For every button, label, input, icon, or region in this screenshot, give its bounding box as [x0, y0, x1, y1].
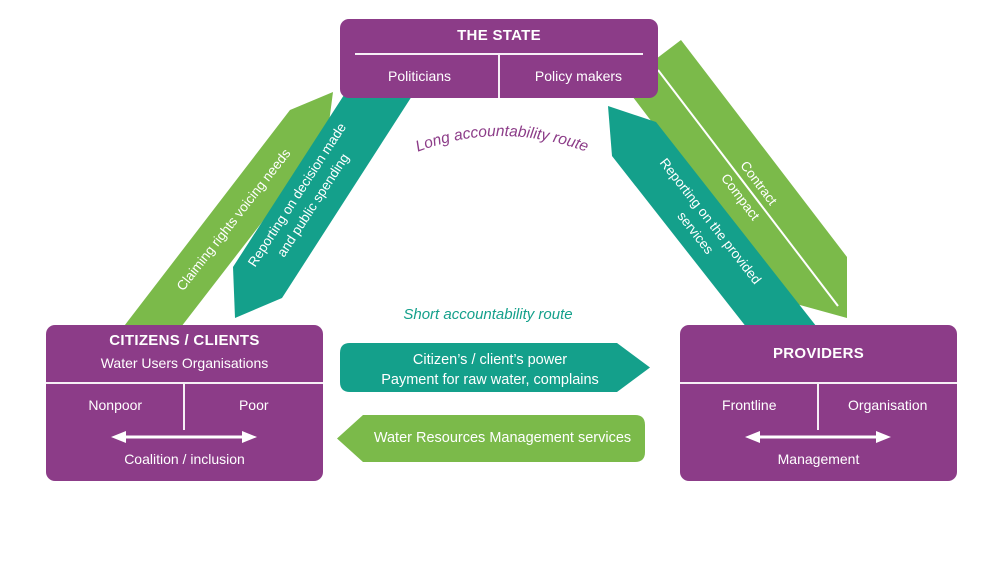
providers-cell-organisation: Organisation — [848, 397, 928, 413]
double-arrow-icon — [111, 431, 257, 443]
state-cell-politicians: Politicians — [387, 67, 452, 84]
citizens-box-title: CITIZENS / CLIENTS — [109, 332, 260, 349]
wrm-services-label: Water Resources Management services — [373, 430, 632, 446]
citizens-power-line1: Citizen’s / client’s power — [412, 352, 568, 368]
citizens-box-cells: Nonpoor Poor — [46, 382, 323, 428]
citizens-box-horizontal-divider — [46, 382, 323, 384]
citizens-power-line2: Payment for raw water, complains — [381, 372, 599, 388]
citizens-box-vertical-divider — [183, 384, 185, 430]
state-box-horizontal-divider — [355, 53, 643, 55]
claiming-rights-arrow — [118, 92, 333, 362]
providers-box-footer: Management — [777, 451, 860, 467]
state-box-title: THE STATE — [457, 27, 541, 44]
citizens-box-footer: Coalition / inclusion — [124, 451, 245, 467]
citizens-box: CITIZENS / CLIENTS Water Users Organisat… — [46, 325, 323, 481]
long-route-label: Long accountability route — [413, 123, 591, 156]
providers-box-horizontal-divider — [680, 382, 957, 384]
contract-compact-arrow — [623, 40, 847, 318]
reporting-decisions-arrow — [233, 64, 412, 318]
contract-compact-divider-line — [657, 69, 839, 307]
short-route-label: Short accountability route — [403, 306, 573, 323]
reporting-services-arrow — [608, 106, 820, 365]
providers-box-vertical-divider — [817, 384, 819, 430]
citizens-cell-poor: Poor — [238, 397, 269, 413]
citizens-power-label: Citizen’s / client’s power Payment for r… — [345, 350, 635, 390]
providers-box-cells: Frontline Organisation — [680, 382, 957, 428]
providers-box: PROVIDERS Frontline Organisation Managem… — [680, 325, 957, 481]
state-box-cells: Politicians Policy makers — [340, 53, 658, 98]
state-box: THE STATE Politicians Policy makers — [340, 19, 658, 98]
state-box-vertical-divider — [498, 55, 500, 98]
citizens-cell-nonpoor: Nonpoor — [88, 397, 143, 413]
state-cell-policy-makers: Policy makers — [534, 67, 623, 84]
citizens-power-arrow — [340, 343, 650, 392]
providers-box-title: PROVIDERS — [772, 345, 865, 362]
wrm-services-arrow — [337, 415, 645, 462]
providers-cell-frontline: Frontline — [722, 397, 777, 413]
citizens-box-subtitle: Water Users Organisations — [100, 355, 269, 371]
double-arrow-icon — [745, 431, 891, 443]
long-route-label-text: Long accountability route — [413, 123, 591, 156]
